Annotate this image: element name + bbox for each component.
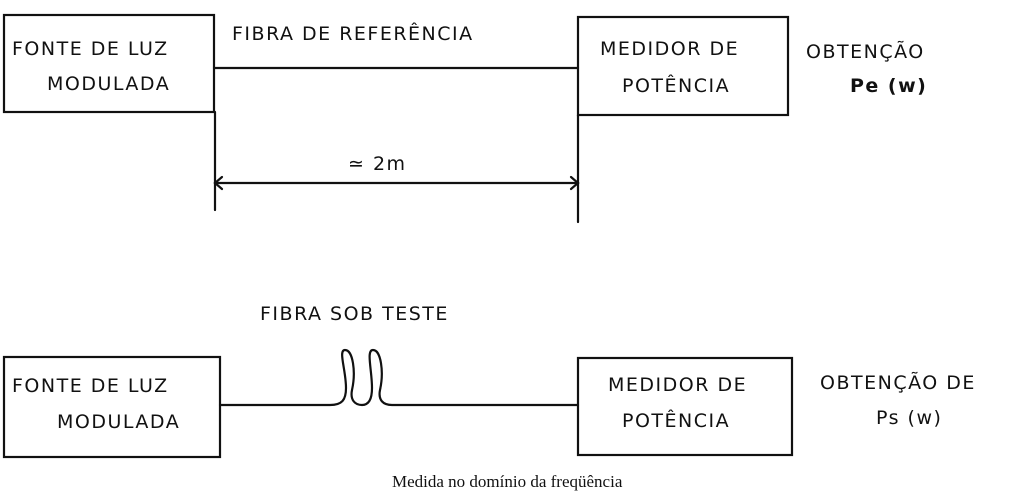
top-fiber-label: FIBRA DE REFERÊNCIA <box>232 22 474 45</box>
bottom-obtain-label: OBTENÇÃO DE <box>820 371 976 394</box>
dimension-left-arrow <box>213 175 224 191</box>
bottom-power-meter-label-2: POTÊNCIA <box>622 409 730 432</box>
top-power-meter-box <box>576 15 790 117</box>
bottom-obtain-value: Ps (w) <box>876 407 942 429</box>
bottom-fiber-label: FIBRA SOB TESTE <box>260 303 449 325</box>
top-power-meter-label-1: MEDIDOR DE <box>600 38 739 60</box>
fiber-under-test-line <box>218 348 580 407</box>
top-obtain-value: Pe (w) <box>850 75 927 97</box>
bottom-light-source-label-2: MODULADA <box>57 411 180 433</box>
top-light-source-label-2: MODULADA <box>47 73 170 95</box>
dimension-right-arrow <box>569 175 580 191</box>
bottom-light-source-box <box>2 355 222 459</box>
bottom-power-meter-box <box>576 356 794 457</box>
top-power-meter-label-2: POTÊNCIA <box>622 74 730 97</box>
distance-label: ≃ 2m <box>348 153 407 175</box>
top-light-source-box <box>2 13 216 114</box>
top-light-source-label-1: FONTE DE LUZ <box>12 38 169 60</box>
bottom-power-meter-label-1: MEDIDOR DE <box>608 374 747 396</box>
bottom-light-source-label-1: FONTE DE LUZ <box>12 375 169 397</box>
figure-caption: Medida no domínio da freqüência <box>392 472 623 491</box>
top-obtain-label: OBTENÇÃO <box>806 40 925 63</box>
